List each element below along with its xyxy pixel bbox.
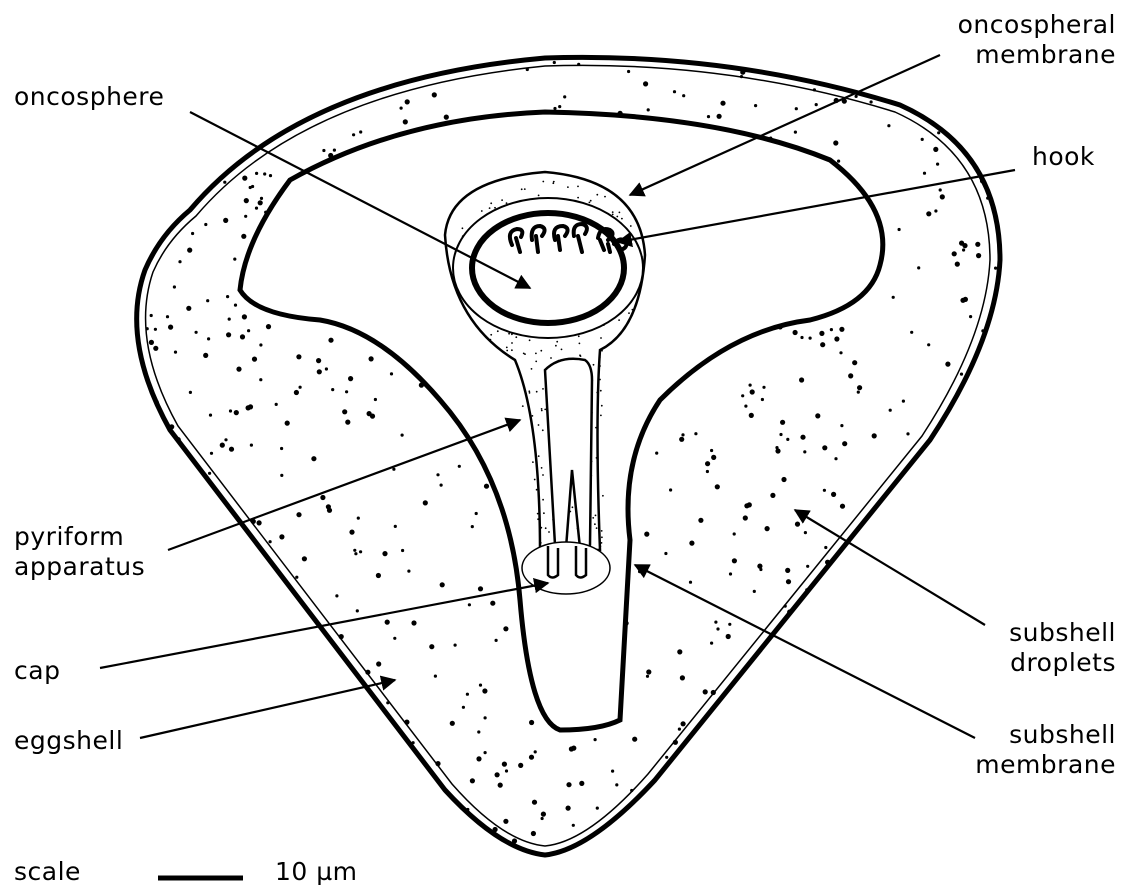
label-pyriform-line2: apparatus [14, 552, 145, 582]
label-hook: hook [1032, 142, 1095, 172]
scale-value: 10 µm [275, 857, 358, 887]
label-subshell-membrane-line1: subshell [975, 720, 1116, 750]
label-subshell-droplets-line2: droplets [1009, 648, 1116, 678]
label-eggshell: eggshell [14, 726, 123, 756]
label-oncosphere: oncosphere [14, 82, 164, 112]
leader-eggshell [140, 680, 395, 738]
label-subshell-droplets-line1: subshell [1009, 618, 1116, 648]
label-subshell-membrane-line2: membrane [975, 750, 1116, 780]
scale-label: scale [14, 857, 81, 887]
label-oncospheral-membrane-line1: oncospheral [958, 10, 1116, 40]
label-subshell-droplets: subshell droplets [1009, 618, 1116, 678]
label-oncospheral-membrane-line2: membrane [958, 40, 1116, 70]
label-pyriform-line1: pyriform [14, 522, 145, 552]
label-subshell-membrane: subshell membrane [975, 720, 1116, 780]
label-pyriform-apparatus: pyriform apparatus [14, 522, 145, 582]
label-oncospheral-membrane: oncospheral membrane [958, 10, 1116, 70]
label-cap: cap [14, 656, 60, 686]
